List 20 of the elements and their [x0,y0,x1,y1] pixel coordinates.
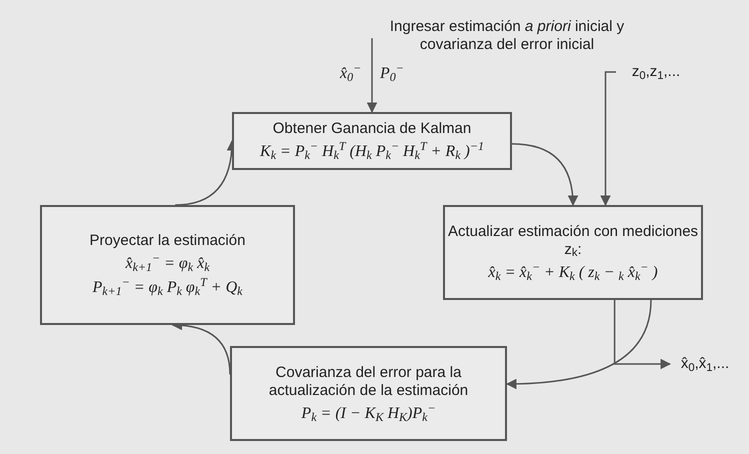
box-heading: Actualizar estimación con mediciones z$_{k}$: [446,222,700,258]
process-box [230,346,507,441]
annotation-text: Ingresar estimación a priori inicial y covarianza del error inicial [388,18,626,54]
annotation-text: z$_{0}$,z$_{1}$,... [632,63,680,81]
box-heading: Proyectar la estimación [90,232,246,250]
formula: x̂$_{k+1}$$^{−}$ = φ$_{k}$ x̂$_{k}$ [125,254,210,274]
arrow [614,300,672,370]
box-heading: Obtener Ganancia de Kalman [272,120,472,138]
annotation-text: x̂$_{0}$,x̂$_{1}$,... [680,355,730,373]
formula: K$_{k}$ = P$_{k}$$^{−}$ H$_{k}$$^{T}$ (H$_{k}$ P$_{k}$$^{−}$ H$_{k}$$^{T}$ + R$_{k}$ )$^{−1}$ [260,142,484,162]
arrow [600,71,616,206]
box-heading: Covarianza del error para la actualización de la estimación [268,364,470,400]
process-box [443,205,703,300]
process-box [232,112,512,170]
formula: P$_{k+1}$$^{−}$ = φ$_{k}$ P$_{k}$ φ$_{k}$$^{T}$ + Q$_{k}$ [92,278,242,298]
arrow [512,143,578,206]
formula: x̂$_{k}$ = x̂$_{k}$$^{−}$ + K$_{k}$ ( z$_{k}$ − $_{k}$ x̂$_{k}$$^{−}$ ) [488,262,658,282]
arrow [506,300,652,389]
process-box [40,205,295,325]
arrow [366,38,378,114]
